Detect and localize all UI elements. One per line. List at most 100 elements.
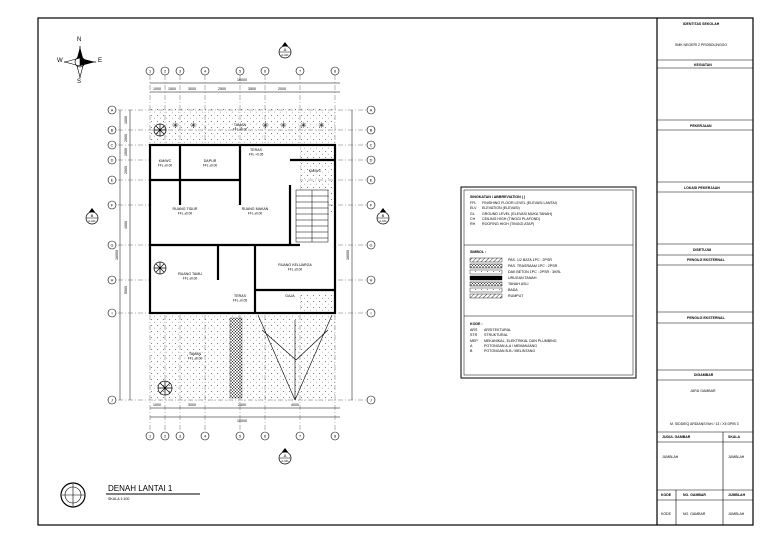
dimension-text: 16000 bbox=[237, 78, 247, 82]
examiner-1: PENGUJI EKSTERNAL bbox=[687, 258, 725, 262]
grid-bubble-col bbox=[235, 431, 245, 441]
plan-scale: SKALA 1:100 bbox=[108, 497, 130, 501]
grid-bubble-row-label: J bbox=[370, 398, 372, 402]
dimension-text: 16000 bbox=[115, 250, 119, 260]
room-name: RUANG MAKAN bbox=[242, 207, 269, 211]
dimension-text: 4000 bbox=[291, 403, 299, 407]
dimension-text: 2000 bbox=[278, 87, 286, 91]
count-value: JUMBLAH bbox=[728, 512, 745, 516]
grid-bubble-row-label: F bbox=[370, 203, 373, 207]
section-ref: A-101 bbox=[88, 219, 96, 223]
west-label: W bbox=[57, 58, 63, 64]
plant-icon bbox=[153, 123, 173, 396]
grid-bubble-col-label: 4 bbox=[204, 434, 206, 438]
no-value: NO. GAMBAR bbox=[683, 512, 706, 516]
section-label: B bbox=[382, 213, 385, 218]
legend-desc: MEKANIKAL, ELEKTRIKAL DAN PLUMBING bbox=[484, 338, 557, 343]
grid-bubble-col bbox=[330, 431, 340, 441]
grid-bubble-col-label: 5 bbox=[239, 69, 241, 73]
grid-bubble-row-label: F bbox=[111, 203, 114, 207]
room-name: DAPUR bbox=[204, 159, 217, 163]
drawn-header: DIGAMBAR bbox=[694, 373, 714, 377]
legend-desc: POTONGAN B-B / MELINTANG bbox=[484, 349, 536, 354]
dimension-text: 3000 bbox=[188, 87, 196, 91]
grid-bubble-row-label: C bbox=[370, 143, 373, 147]
section-ref: A-101 bbox=[281, 53, 289, 57]
grid-bubble-col bbox=[160, 431, 170, 441]
grid-bubble-col-label: 2 bbox=[164, 434, 166, 438]
room-name: RUANG TAMU bbox=[178, 272, 202, 276]
east-label: E bbox=[98, 58, 103, 64]
symbol-swatches bbox=[469, 257, 503, 299]
svg-text:✳: ✳ bbox=[262, 121, 269, 130]
identity-header: IDENTITAS SEKOLAH bbox=[683, 22, 720, 26]
symbol-title: SIMBOL : bbox=[470, 250, 487, 254]
room-name: RUANG TIDUR bbox=[173, 207, 198, 211]
section-label: B bbox=[91, 213, 94, 218]
grid-bubble-row bbox=[366, 240, 376, 250]
legend-key: STR bbox=[470, 333, 478, 338]
grid-bubble-row bbox=[107, 395, 117, 405]
symbol-desc: RUMPUT bbox=[508, 294, 524, 298]
grid-bubble-row bbox=[107, 155, 117, 165]
grid-bubble-row-label: D bbox=[370, 158, 373, 162]
grid-bubble-col bbox=[295, 66, 305, 76]
grid-bubble-row bbox=[107, 275, 117, 285]
room-name: KM/WC bbox=[159, 159, 172, 163]
grid-bubble-col-label: 4 bbox=[204, 69, 206, 73]
legend-key: RH bbox=[470, 222, 476, 227]
symbol-desc: PAS. TRASRAAM 1PC : 2PSR bbox=[508, 264, 558, 268]
plan-title-marker bbox=[60, 482, 200, 508]
grid-bubble-row-label: J bbox=[111, 398, 113, 402]
grid-bubble-row bbox=[366, 175, 376, 185]
legend-desc: CEILING HIGH (TINGGI PLAFOND) bbox=[482, 216, 541, 221]
location-header: LOKASI PEKERJAAN bbox=[684, 186, 720, 190]
room-level: FFL ±0.00 bbox=[183, 277, 198, 281]
grid-bubble-row bbox=[107, 125, 117, 135]
symbol-desc: TANAH ASLI bbox=[508, 282, 529, 286]
room-level: FFL ±0.00 bbox=[248, 212, 263, 216]
dimension-text: 1000 bbox=[153, 87, 161, 91]
job-header: PEKERJAAN bbox=[690, 124, 712, 128]
drawer-name: M. SIDDIEQ ARDIANSYAH / 13 / XII DPIB 3 bbox=[670, 422, 739, 426]
grid-bubble-row bbox=[107, 140, 117, 150]
symbol-desc: DAK BETON 1PC : 2PSR : 3KRL bbox=[508, 270, 562, 274]
activity-header: KEGIATAN bbox=[694, 63, 712, 67]
grid-bubble-row-label: I bbox=[111, 311, 112, 315]
grid-bubble-col bbox=[145, 66, 155, 76]
north-label: N bbox=[77, 37, 82, 43]
room-level: FFL ±0.00 bbox=[233, 128, 248, 132]
code-value: KODE bbox=[661, 512, 671, 516]
dimension-lines bbox=[119, 82, 353, 418]
legend-key: B bbox=[470, 349, 473, 354]
legend-key: FFL bbox=[470, 201, 477, 205]
grid-bubble-col bbox=[175, 431, 185, 441]
dimension-text: 2000 bbox=[124, 166, 128, 174]
grid-bubble-row-label: G bbox=[111, 243, 114, 247]
grid-bubble-row-label: B bbox=[111, 128, 114, 132]
grid-bubble-row bbox=[366, 125, 376, 135]
grid-bubble-col-label: 7 bbox=[299, 434, 301, 438]
grid-bubble-row bbox=[366, 200, 376, 210]
svg-text:✳: ✳ bbox=[318, 121, 325, 130]
grid-bubble-row bbox=[107, 200, 117, 210]
legend-desc: GROUND LEVEL (ELEVASI MUKA TANAH) bbox=[482, 211, 553, 216]
dimension-text: 1500 bbox=[168, 87, 176, 91]
count-label: JUMBLAH bbox=[728, 493, 746, 497]
legend-desc: ARSITEKTURAL bbox=[484, 328, 512, 332]
grid-bubble-row-label: H bbox=[111, 278, 114, 282]
svg-text:✳: ✳ bbox=[300, 121, 307, 130]
grid-bubble-col bbox=[160, 66, 170, 76]
svg-text:✳: ✳ bbox=[190, 121, 197, 130]
school-name: SMK NEGERI 2 PROBOLINGGO bbox=[675, 43, 728, 47]
grid-bubble-row-label: B bbox=[370, 128, 373, 132]
dimension-text: 3000 bbox=[188, 403, 196, 407]
grid-bubble-col bbox=[200, 66, 210, 76]
grid-bubble-col-label: 8 bbox=[334, 69, 336, 73]
grid-bubble-row bbox=[366, 275, 376, 285]
legend-desc: STRUKTURAL bbox=[484, 333, 508, 338]
grid-bubble-col bbox=[145, 431, 155, 441]
grid-bubble-col-label: 5 bbox=[239, 434, 241, 438]
grid-bubble-row bbox=[107, 175, 117, 185]
